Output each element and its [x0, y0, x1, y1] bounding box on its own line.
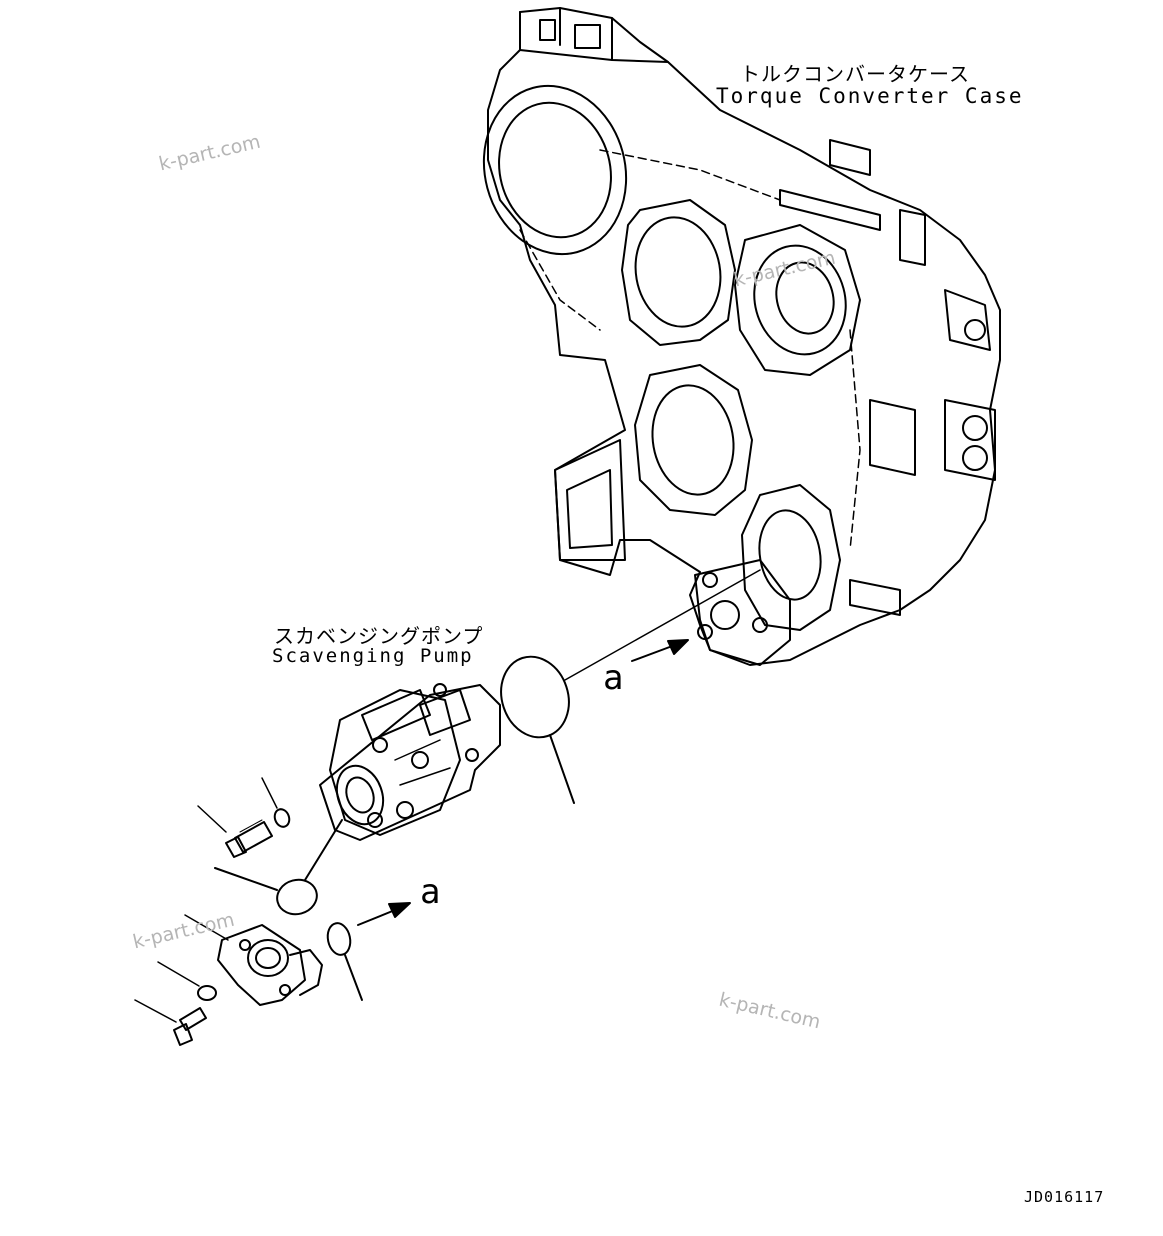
washer-lower — [157, 961, 217, 1001]
view-arrow-upper-letter: a — [603, 658, 624, 698]
torque-converter-case — [482, 7, 1001, 666]
torque-case-label-jp: トルクコンバータケース — [740, 62, 970, 86]
view-arrow-upper — [631, 639, 689, 662]
o-ring-medium — [214, 819, 343, 916]
pump-label-jp: スカベンジングポンプ — [274, 624, 484, 648]
o-ring-large — [500, 655, 575, 804]
view-arrow-lower — [357, 902, 411, 926]
torque-case-label-en: Torque Converter Case — [716, 84, 1024, 108]
o-ring-small — [326, 922, 363, 1001]
scavenging-pump — [319, 683, 501, 841]
assembly-guide-line — [564, 569, 761, 681]
pump-label-en: Scavenging Pump — [272, 645, 474, 667]
bolt-upper — [197, 805, 273, 858]
bolt-lower — [134, 999, 207, 1046]
drawing-code: JD016117 — [1024, 1188, 1105, 1206]
view-arrow-lower-letter: a — [420, 872, 441, 912]
washer-upper — [261, 777, 291, 828]
elbow-fitting — [184, 914, 323, 1006]
